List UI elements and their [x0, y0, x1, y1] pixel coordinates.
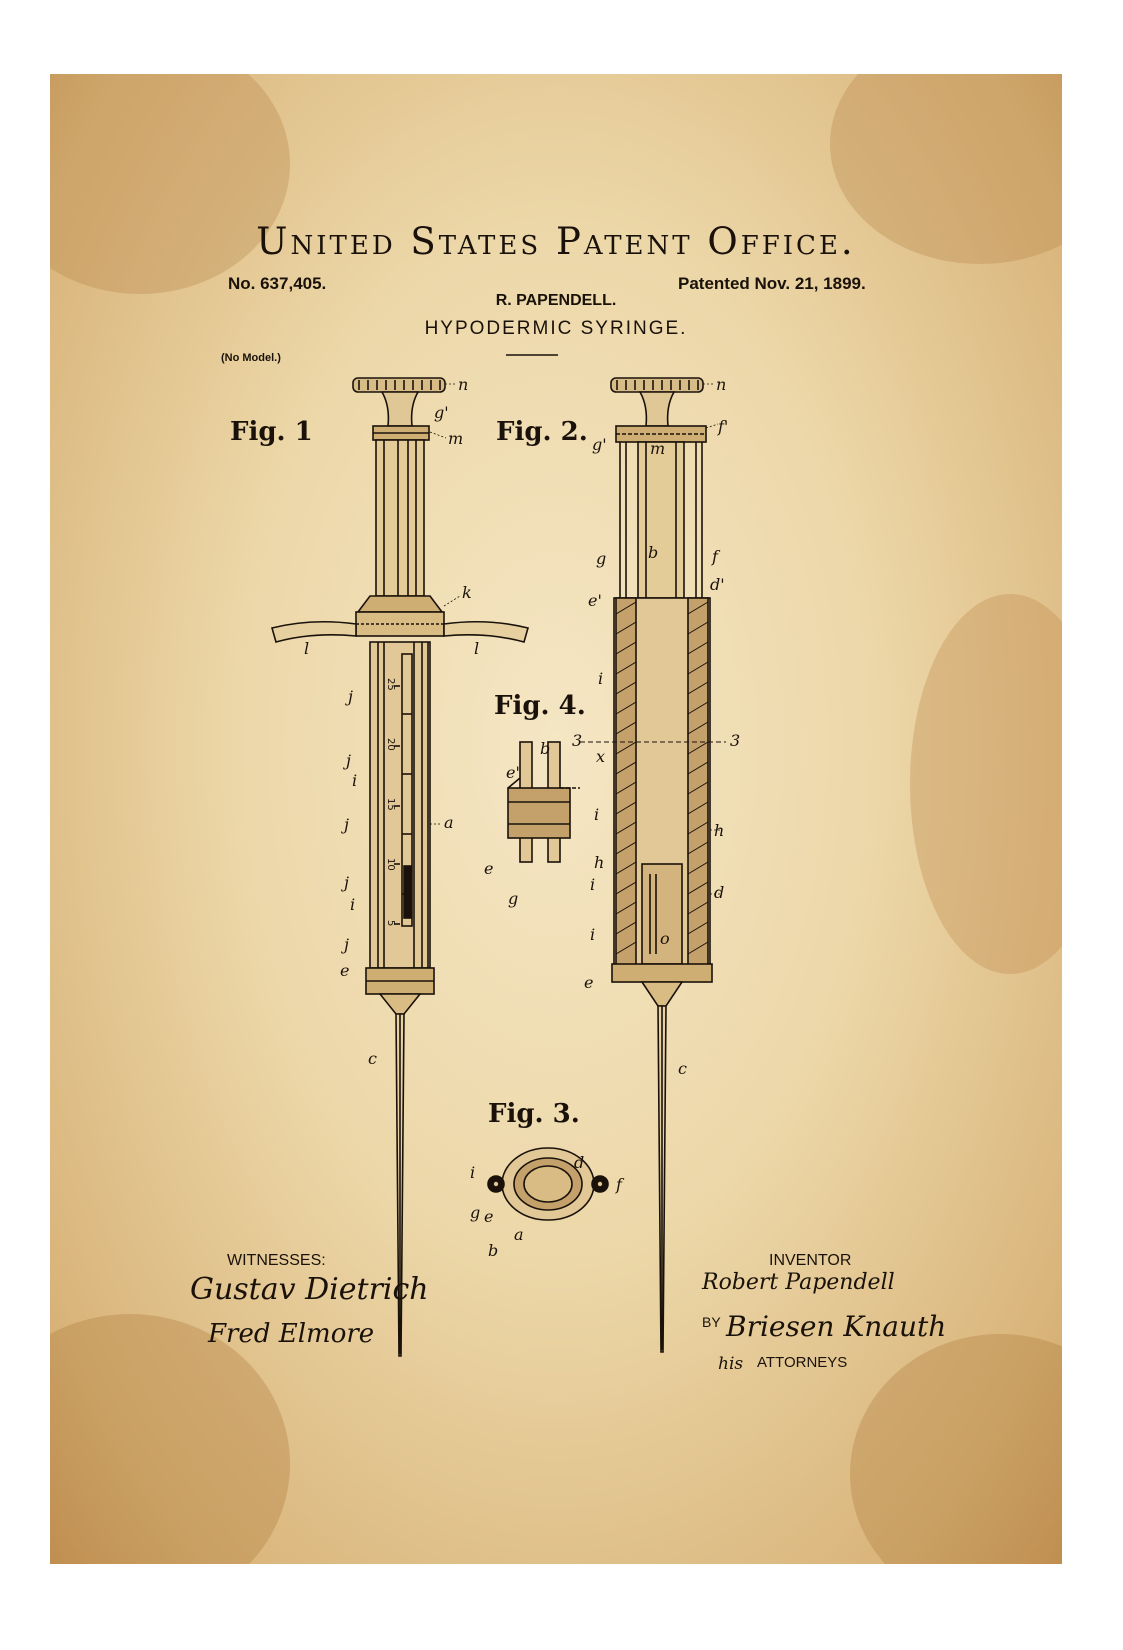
part-label: d — [714, 883, 724, 902]
part-label: 3 — [572, 731, 582, 750]
part-label: i — [350, 895, 355, 914]
part-label: j — [343, 751, 351, 770]
part-label: o — [660, 929, 670, 948]
part-label: n — [716, 375, 726, 394]
inventor-label: INVENTOR — [769, 1252, 851, 1270]
part-label: i — [598, 669, 603, 688]
part-label: e' — [588, 591, 602, 610]
part-label: b — [488, 1241, 498, 1260]
part-label: e — [484, 859, 493, 878]
part-label: m — [448, 429, 463, 448]
part-label: d — [574, 1153, 584, 1172]
part-label: g — [596, 549, 606, 568]
part-label: n — [458, 375, 468, 394]
part-label: f' — [717, 417, 728, 436]
by-label: BY — [702, 1314, 721, 1330]
scale-mark: 20 — [385, 738, 396, 751]
scale-mark: 15 — [385, 798, 396, 811]
his-label: his — [718, 1354, 743, 1374]
part-label: a — [514, 1225, 524, 1244]
part-label: i — [590, 925, 595, 944]
part-label: j — [345, 687, 353, 706]
part-label: g — [470, 1203, 480, 1222]
part-label: m — [650, 439, 665, 458]
part-label: e — [484, 1207, 493, 1226]
part-label: g' — [434, 403, 449, 422]
scale-mark: 5 — [385, 920, 396, 926]
scale-mark: 10 — [385, 858, 396, 871]
inventor-signature: Robert Papendell — [702, 1270, 895, 1295]
part-label: e — [340, 961, 349, 980]
fig2-label: Fig. 2. — [496, 417, 588, 447]
part-label: k — [462, 583, 472, 602]
attorney-signature: Briesen Knauth — [726, 1310, 946, 1343]
scale-mark: 25 — [385, 678, 396, 691]
part-label: i — [470, 1163, 475, 1182]
part-label: j — [341, 935, 349, 954]
part-label: i — [590, 875, 595, 894]
part-label: j — [341, 873, 349, 892]
part-label: h — [714, 821, 724, 840]
fig3-label: Fig. 3. — [488, 1099, 580, 1129]
part-label: c — [368, 1049, 377, 1068]
part-label: a — [444, 813, 454, 832]
part-label: g' — [592, 435, 607, 454]
part-label: j — [341, 815, 349, 834]
part-label: f — [711, 547, 721, 566]
part-label: i — [352, 771, 357, 790]
fig3-cross-section — [488, 1148, 608, 1220]
part-label: g — [508, 889, 518, 908]
part-label: l — [474, 639, 479, 658]
witness-signature: Fred Elmore — [208, 1319, 374, 1349]
part-label: e' — [506, 763, 520, 782]
part-label: c — [678, 1059, 687, 1078]
witness-signature: Gustav Dietrich — [190, 1272, 429, 1307]
fig1-label: Fig. 1 — [230, 417, 313, 447]
fig4-detail — [508, 742, 580, 862]
fig4-label: Fig. 4. — [494, 691, 586, 721]
part-label: 3 — [730, 731, 740, 750]
part-label: d' — [710, 575, 725, 594]
part-label: b — [648, 543, 658, 562]
part-label: h — [594, 853, 604, 872]
patent-sheet: United States Patent Office. No. 637,405… — [50, 74, 1062, 1564]
part-label: f — [615, 1175, 625, 1194]
part-label: b — [540, 739, 550, 758]
part-label: e — [584, 973, 593, 992]
attorneys-label: ATTORNEYS — [757, 1354, 847, 1371]
witnesses-label: WITNESSES: — [227, 1252, 326, 1270]
part-label: i — [594, 805, 599, 824]
part-label: x — [596, 747, 605, 766]
part-label: l — [304, 639, 309, 658]
